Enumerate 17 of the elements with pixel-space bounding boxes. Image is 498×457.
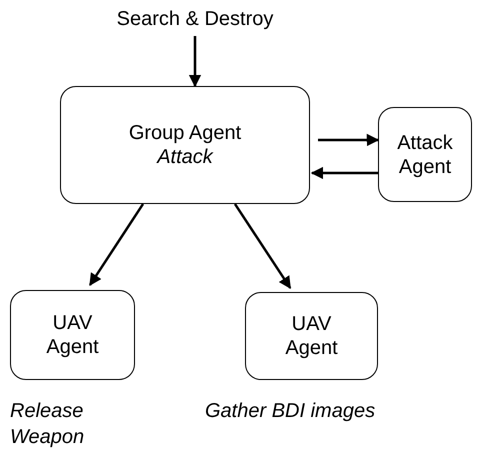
agent-box xyxy=(10,290,135,380)
arrow xyxy=(188,36,202,88)
arrow xyxy=(318,134,380,146)
agent-name: UAV Agent xyxy=(284,312,339,360)
agent-role: Attack xyxy=(157,145,213,169)
agent-box xyxy=(378,107,472,202)
agent-name: Group Agent xyxy=(128,121,242,145)
task-caption: Release Weapon xyxy=(10,399,86,450)
arrow xyxy=(310,166,378,180)
agent-name: Attack Agent xyxy=(396,130,454,178)
arrow xyxy=(88,203,144,286)
task-label: Search & Destroy xyxy=(116,7,274,31)
agent-name: UAV Agent xyxy=(45,311,100,359)
agent-box xyxy=(245,292,378,380)
arrow xyxy=(234,203,292,290)
task-caption: Gather BDI images xyxy=(205,399,376,424)
agent-box xyxy=(60,86,310,204)
